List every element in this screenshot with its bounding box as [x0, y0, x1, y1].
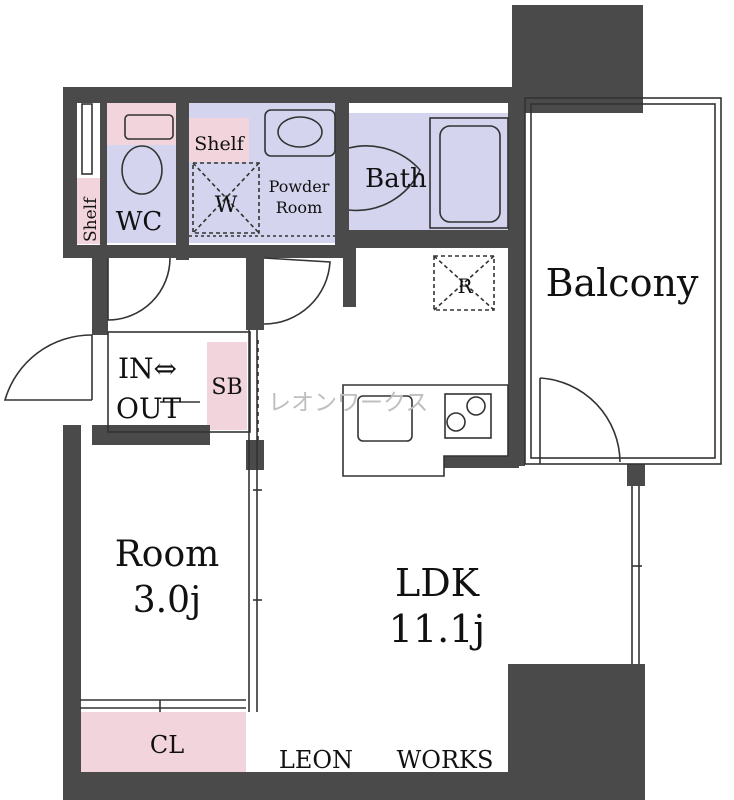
room-name-label: Room	[115, 534, 220, 575]
powder-room-label-2: Room	[276, 198, 322, 217]
brand-left: LEON	[279, 746, 353, 774]
top-shelf	[189, 118, 249, 162]
ldk-size-label: 11.1j	[389, 607, 485, 651]
closet-label: CL	[150, 731, 184, 759]
fridge-label: R	[457, 274, 473, 298]
washer-label: W	[215, 193, 238, 218]
walls	[63, 5, 645, 800]
entrance-label-1: IN⇔	[118, 352, 177, 385]
wc-label: WC	[116, 207, 163, 237]
top-shelf-label: Shelf	[194, 133, 246, 155]
entrance-label-2: OUT	[116, 392, 182, 425]
ldk-name-label: LDK	[395, 561, 480, 605]
wc-shelf-pink	[107, 103, 177, 145]
watermark: レオンワークス	[268, 390, 428, 416]
fixtures	[3, 97, 722, 712]
shoe-box-label: SB	[211, 375, 242, 400]
closet-area	[80, 712, 246, 772]
bath-label: Bath	[365, 164, 427, 194]
brand-right: WORKS	[397, 746, 494, 774]
bath-area	[349, 113, 509, 233]
left-shelf	[77, 178, 101, 244]
shoe-box	[207, 342, 247, 430]
room-size-label: 3.0j	[133, 580, 201, 621]
powder-room-label-1: Powder	[269, 177, 330, 196]
left-shelf-label: Shelf	[81, 196, 101, 242]
balcony-label: Balcony	[546, 261, 699, 305]
